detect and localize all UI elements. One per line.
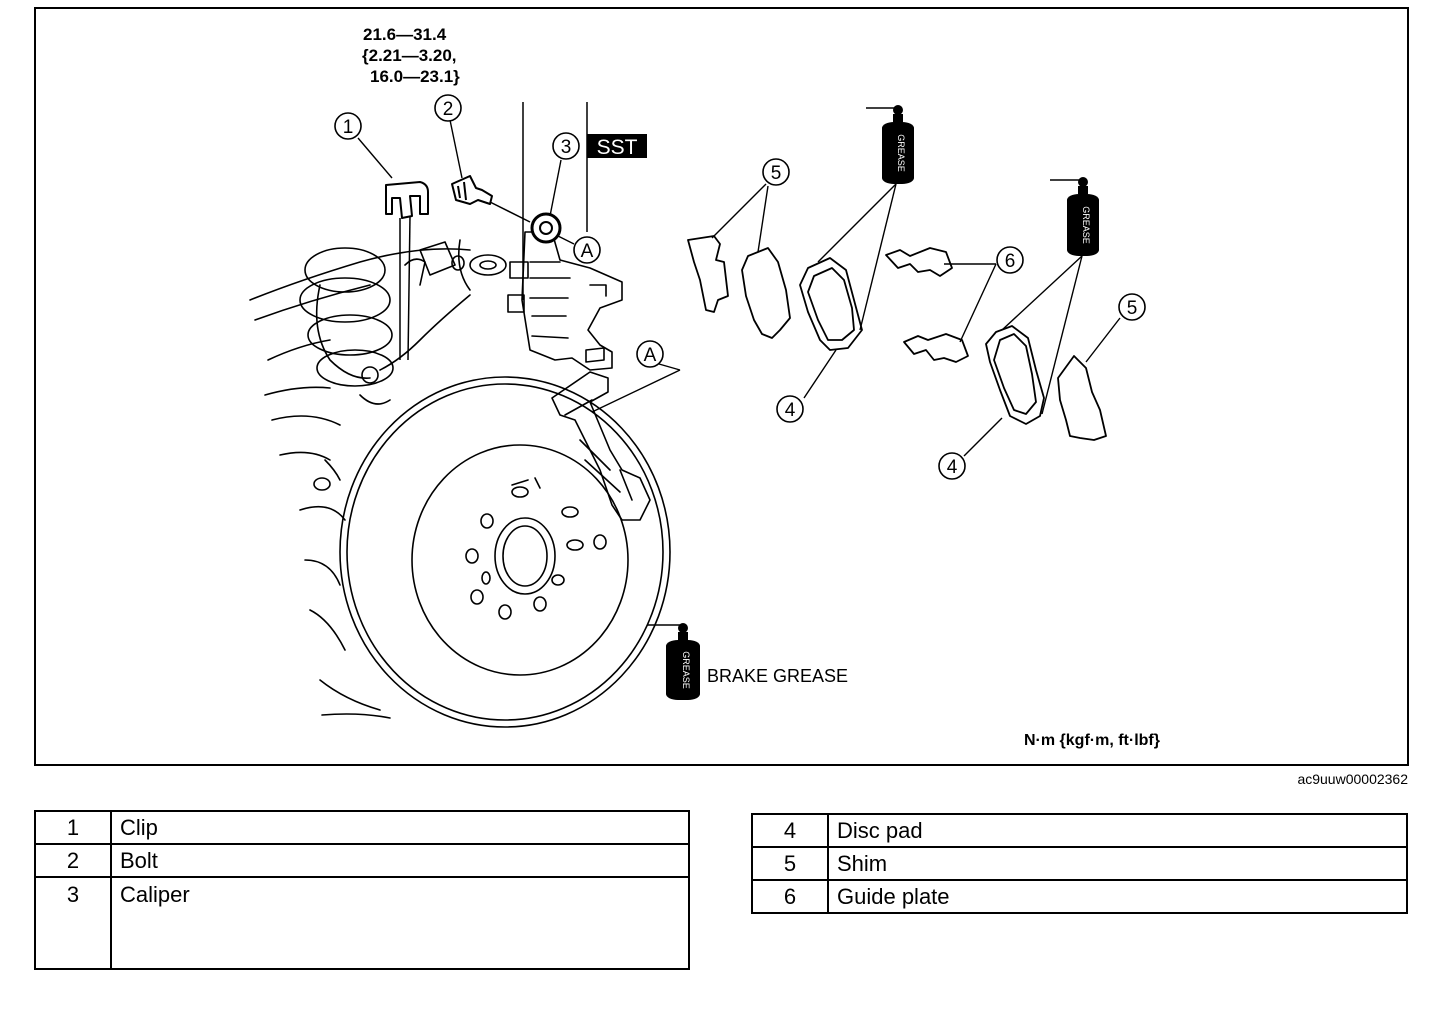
- part-name: Clip: [110, 810, 690, 845]
- leader-lines: [357, 119, 1121, 457]
- part-name: Caliper: [110, 876, 690, 970]
- part-number: 3: [34, 876, 112, 970]
- disc-pad-set-lower: [985, 325, 1107, 441]
- svg-text:4: 4: [947, 457, 958, 478]
- part-number: 2: [34, 843, 112, 878]
- callout-6: 6: [996, 246, 1024, 274]
- table-row: 4 Disc pad: [751, 813, 1408, 848]
- callout-3: 3: [552, 132, 580, 160]
- svg-text:GREASE: GREASE: [1081, 206, 1091, 244]
- grease-can-upper-2: GREASE: [1050, 177, 1099, 256]
- svg-text:4: 4: [785, 400, 796, 421]
- svg-text:5: 5: [1127, 298, 1138, 319]
- parts-table-left: 1 Clip 2 Bolt 3 Caliper: [34, 810, 690, 970]
- disc-pad-set-upper: [687, 235, 863, 351]
- svg-text:2: 2: [443, 99, 454, 120]
- brake-grease-legend: BRAKE GREASE: [707, 666, 848, 686]
- svg-text:3: 3: [561, 137, 572, 158]
- svg-text:A: A: [581, 241, 594, 262]
- bolt-illustration: [451, 175, 493, 205]
- parts-table-right: 4 Disc pad 5 Shim 6 Guide plate: [751, 813, 1408, 914]
- callout-a-upper: A: [573, 236, 601, 264]
- part-number: 1: [34, 810, 112, 845]
- table-row: 3 Caliper: [34, 876, 690, 970]
- figure-id: ac9uuw00002362: [1297, 771, 1408, 787]
- callout-5-upper: 5: [762, 158, 790, 186]
- part-name: Bolt: [110, 843, 690, 878]
- torque-line-1: 21.6—31.4: [363, 25, 447, 44]
- table-row: 5 Shim: [751, 846, 1408, 881]
- torque-line-3: 16.0—23.1}: [370, 67, 460, 86]
- part-name: Guide plate: [827, 879, 1408, 914]
- svg-text:A: A: [644, 345, 657, 366]
- clip-illustration: [385, 181, 429, 219]
- sst-badge: [587, 134, 647, 158]
- callout-2: 2: [434, 94, 462, 122]
- sst-label: SST: [597, 136, 638, 159]
- svg-text:1: 1: [343, 117, 354, 138]
- part-number: 4: [751, 813, 829, 848]
- callout-4-lower: 4: [938, 452, 966, 480]
- diagram-frame: [34, 7, 1409, 766]
- table-row: 6 Guide plate: [751, 879, 1408, 914]
- svg-text:GREASE: GREASE: [681, 651, 691, 689]
- callout-a-lower: A: [636, 340, 664, 368]
- callout-4-upper: 4: [776, 395, 804, 423]
- callout-5-right: 5: [1118, 293, 1146, 321]
- part-number: 5: [751, 846, 829, 881]
- part-name: Disc pad: [827, 813, 1408, 848]
- table-row: 2 Bolt: [34, 843, 690, 878]
- part-number: 6: [751, 879, 829, 914]
- part-name: Shim: [827, 846, 1408, 881]
- guide-plates: [885, 247, 969, 363]
- brake-assembly-illustration: [249, 231, 671, 728]
- svg-text:6: 6: [1005, 251, 1016, 272]
- torque-line-2: {2.21—3.20,: [362, 46, 457, 65]
- svg-text:5: 5: [771, 163, 782, 184]
- svg-text:GREASE: GREASE: [896, 134, 906, 172]
- grease-can-legend-icon: GREASE: [647, 623, 700, 700]
- table-row: 1 Clip: [34, 810, 690, 845]
- exploded-view-diagram: 21.6—31.4 {2.21—3.20, 16.0—23.1}: [34, 7, 1409, 766]
- units-note: N·m {kgf·m, ft·lbf}: [1024, 732, 1160, 749]
- grease-can-upper-1: GREASE: [866, 105, 914, 184]
- callout-1: 1: [334, 112, 362, 140]
